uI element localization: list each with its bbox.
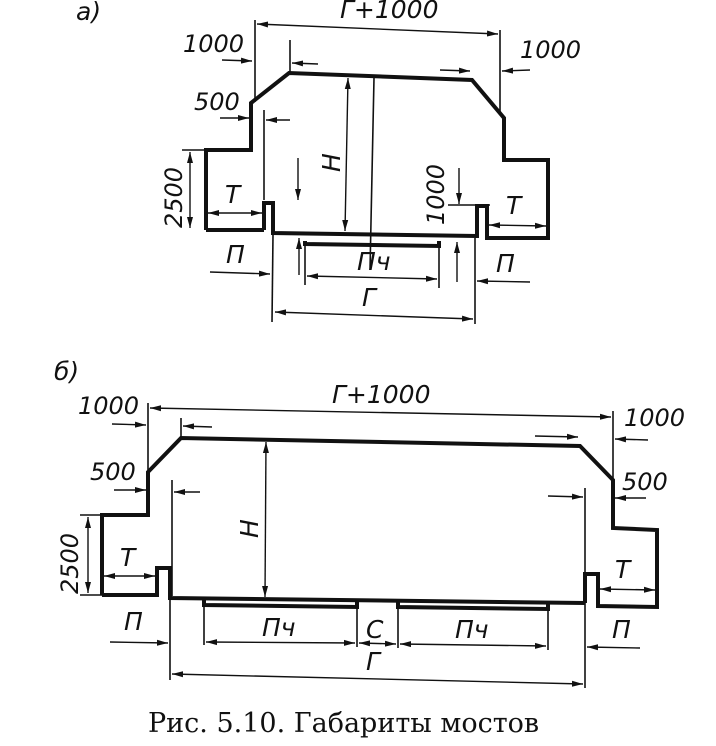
panel-b-right-500-label: 500 [622, 468, 668, 496]
panel-a-centerline [369, 77, 375, 271]
panel-b-t-right-dimension [599, 586, 656, 593]
panel-a-mid-1000-label: 1000 [422, 164, 450, 225]
panel-a-500-label: 500 [194, 88, 240, 116]
panel-b-h-label: Н [235, 519, 264, 538]
panel-b-roadway [202, 600, 550, 612]
panel-b-g-dimension [171, 671, 584, 687]
panel-a-left-1000-arrow-2 [291, 60, 319, 67]
panel-a-right-1000-arrow [439, 67, 471, 74]
panel-b-pch-left-dimension [205, 639, 356, 646]
panel-a-right-1000-arrow-2 [501, 67, 531, 74]
panel-a-label: а) [76, 0, 101, 26]
panel-b-left-1000-arrow [111, 421, 147, 428]
panel-b-top-dimension [149, 405, 612, 420]
panel-b-pch-right-dimension [399, 641, 547, 649]
panel-b-clearance-outline [100, 435, 659, 610]
figure-caption: Рис. 5.10. Габариты мостов [148, 708, 539, 739]
panel-a-g-dimension [274, 309, 474, 322]
panel-b-right-1000-arrow [534, 433, 579, 440]
panel-b-left-500-label: 500 [90, 458, 136, 486]
panel-a-p-left-label: П [226, 240, 245, 269]
panel-a-t-left-label: Т [225, 180, 242, 209]
panel-a-h-label: Н [317, 153, 346, 172]
panel-a-p-right-arrow [476, 278, 531, 285]
panel-b-label: б) [54, 357, 79, 386]
panel-a: а) Г+1000 1000 1000 500 2500 Н [76, 0, 581, 324]
panel-b-p-left-arrow [109, 639, 169, 646]
panel-b-2500-label: 2500 [56, 533, 84, 594]
panel-a-t-right-label: Т [506, 191, 523, 220]
panel-b-right-1000-arrow-2 [614, 436, 649, 443]
panel-a-ext-p-left [271, 234, 274, 323]
panel-b: б) Г+1000 1000 1000 500 500 2500 [54, 357, 685, 688]
panel-b-p-left-label: П [124, 607, 143, 636]
panel-b-t-right-label: Т [615, 555, 632, 584]
panel-a-left-curb [262, 201, 478, 238]
panel-a-roadway [303, 241, 441, 249]
panel-a-p-right-label: П [496, 249, 515, 278]
panel-b-right-1000-label: 1000 [624, 404, 685, 432]
panel-a-right-1000-label: 1000 [520, 36, 581, 64]
panel-a-left-1000-label: 1000 [183, 30, 244, 58]
panel-b-g-label: Г [366, 647, 382, 676]
panel-b-left-curb [102, 566, 586, 605]
panel-b-p-right-label: П [612, 615, 631, 644]
panel-a-2500-label: 2500 [160, 167, 188, 228]
panel-b-left-1000-label: 1000 [78, 392, 139, 420]
panel-a-pch-dimension [306, 273, 438, 282]
panel-b-c-label: С [366, 615, 384, 644]
panel-a-h-dimension [342, 77, 351, 232]
panel-a-top-dimension [256, 21, 499, 37]
panel-b-c-dimension [358, 640, 397, 647]
panel-b-pch-right-label: Пч [455, 615, 489, 644]
panel-b-p-right-arrow [586, 644, 641, 651]
panel-a-g-label: Г [362, 283, 378, 312]
panel-b-t-left-label: Т [120, 543, 137, 572]
panel-a-p-left-arrow [209, 270, 271, 277]
panel-b-left-1000-arrow-2 [182, 423, 213, 430]
panel-b-h-dimension [262, 441, 269, 598]
panel-a-top-dim-label: Г+1000 [340, 0, 439, 24]
panel-b-pch-left-label: Пч [262, 613, 296, 642]
panel-a-clearance-outline [204, 70, 550, 240]
panel-a-left-1000-arrow [221, 57, 253, 64]
panel-a-pch-label: Пч [357, 247, 391, 276]
panel-b-top-dim-label: Г+1000 [332, 380, 431, 409]
panel-a-t-right-dimension [488, 222, 547, 229]
panel-b-right-500-arrow [547, 493, 584, 500]
